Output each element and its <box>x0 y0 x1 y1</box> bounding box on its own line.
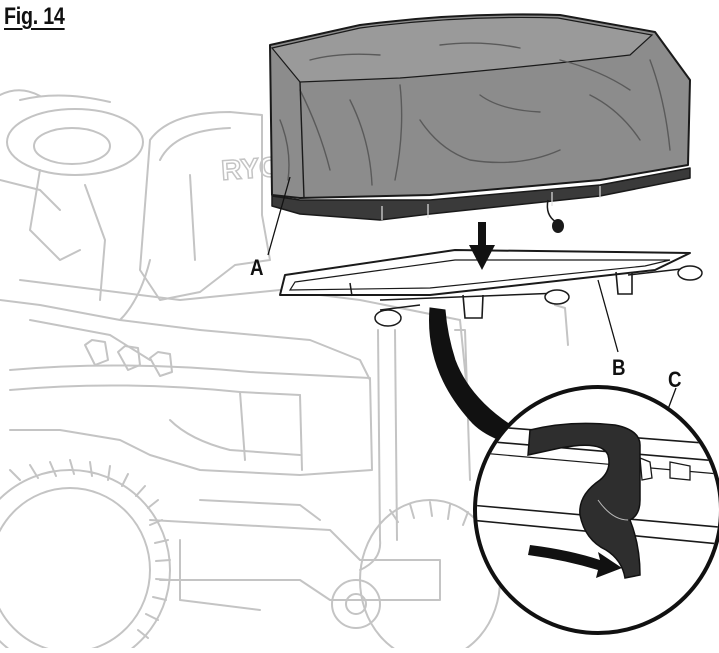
detail-magnifier <box>473 385 719 635</box>
rear-body <box>9 364 373 476</box>
callout-c: C <box>668 367 682 392</box>
strap <box>527 422 641 579</box>
hitch-frame <box>149 519 441 601</box>
leader-a <box>267 176 291 256</box>
leader-b <box>597 279 619 353</box>
detail-leader <box>429 307 516 441</box>
rear-wheel-left <box>0 469 171 653</box>
storage-cover <box>269 13 691 233</box>
callout-b: B <box>612 355 626 380</box>
seat-back <box>139 111 271 301</box>
wrap-direction-arrow-icon <box>528 545 622 578</box>
down-arrow-icon <box>469 222 495 270</box>
figure-title: Fig. 14 <box>4 3 65 30</box>
steering-wheel <box>6 108 144 176</box>
cover-hem <box>271 167 691 221</box>
callout-a: A <box>250 255 264 280</box>
carrier-tray <box>279 249 703 327</box>
